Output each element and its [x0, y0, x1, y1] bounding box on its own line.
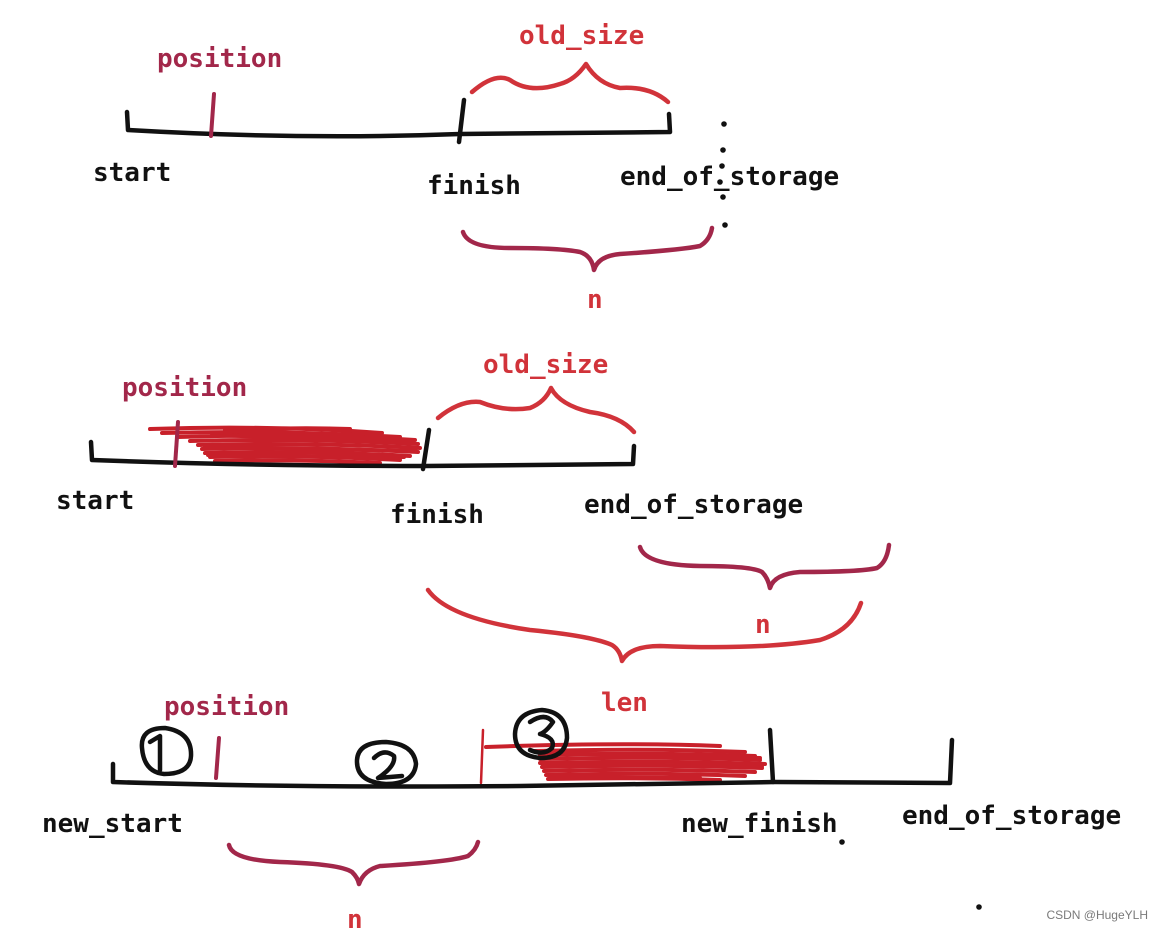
panel1-position-tick — [209, 92, 216, 138]
step2-circle-marker — [354, 739, 419, 787]
panel2-len-label: len — [601, 688, 648, 718]
panel3-position-label: position — [164, 692, 290, 722]
panel3-copied-scribble — [484, 742, 767, 782]
panel1-finish-label: finish — [427, 171, 521, 201]
panel3-new-finish-label: new_finish — [681, 809, 838, 839]
panel3-drawing — [110, 707, 982, 910]
panel3-storage-line — [110, 737, 955, 789]
panel2-position-tick — [173, 420, 180, 468]
panel2-storage-line — [88, 439, 637, 469]
panel3-n-brace — [226, 839, 481, 887]
panel3-stray-dots — [839, 839, 982, 910]
panel2-len-brace — [425, 587, 864, 664]
panel1-old-size-label: old_size — [519, 21, 645, 51]
panel1-drawing — [124, 61, 728, 273]
panel1-old-size-brace — [469, 61, 671, 105]
panel2-n-brace — [637, 542, 892, 591]
panel2-finish-tick — [420, 427, 432, 472]
panel3-step3-marker-line — [479, 728, 485, 785]
step3-circle-marker — [512, 707, 570, 761]
panel1-n-label: n — [587, 285, 603, 315]
panel1-position-label: position — [157, 44, 283, 74]
panel3-new-start-label: new_start — [42, 809, 183, 839]
panel2-old-size-label: old_size — [483, 350, 609, 380]
panel2-n-label: n — [755, 610, 771, 640]
panel2-position-label: position — [122, 373, 248, 403]
panel1-n-brace — [460, 225, 715, 273]
panel1-end-of-storage-label: end_of_storage — [620, 162, 840, 192]
watermark: CSDN @HugeYLH — [1046, 908, 1148, 922]
panel3-position-tick — [214, 736, 221, 780]
panel3-finish-tick — [767, 727, 776, 785]
panel2-start-label: start — [56, 486, 135, 516]
panel3-end-of-storage-label: end_of_storage — [902, 801, 1122, 831]
panel3-n-label: n — [347, 905, 363, 935]
panel2-drawing — [88, 385, 892, 664]
panel2-end-of-storage-label: end_of_storage — [584, 490, 804, 520]
panel1-start-label: start — [93, 158, 172, 188]
panel1-finish-tick — [456, 97, 467, 145]
panel2-copied-scribble — [148, 425, 422, 465]
step1-circle-marker — [139, 725, 194, 777]
panel2-finish-label: finish — [390, 500, 484, 530]
panel2-old-size-brace — [435, 385, 637, 435]
panel1-storage-line — [124, 109, 673, 139]
panel1-ellipsis-dots — [717, 121, 728, 228]
